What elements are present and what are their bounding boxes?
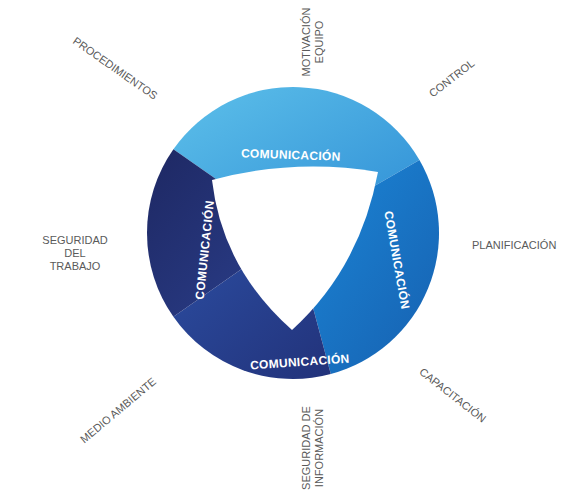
area-label: PROCEDIMIENTOS	[70, 34, 159, 102]
area-label: MEDIO AMBIENTE	[77, 375, 158, 446]
area-label: SEGURIDAD DE INFORMACIÓN	[300, 405, 326, 491]
area-label: SEGURIDAD DEL TRABAJO	[38, 234, 112, 273]
ring-band-fill	[147, 149, 293, 316]
area-label: MOTIVACIÓN EQUIPO	[300, 1, 326, 83]
area-label: CONTROL	[427, 56, 477, 99]
area-label: PLANIFICACIÓN	[472, 239, 556, 252]
area-label: CAPACITACIÓN	[416, 365, 488, 425]
